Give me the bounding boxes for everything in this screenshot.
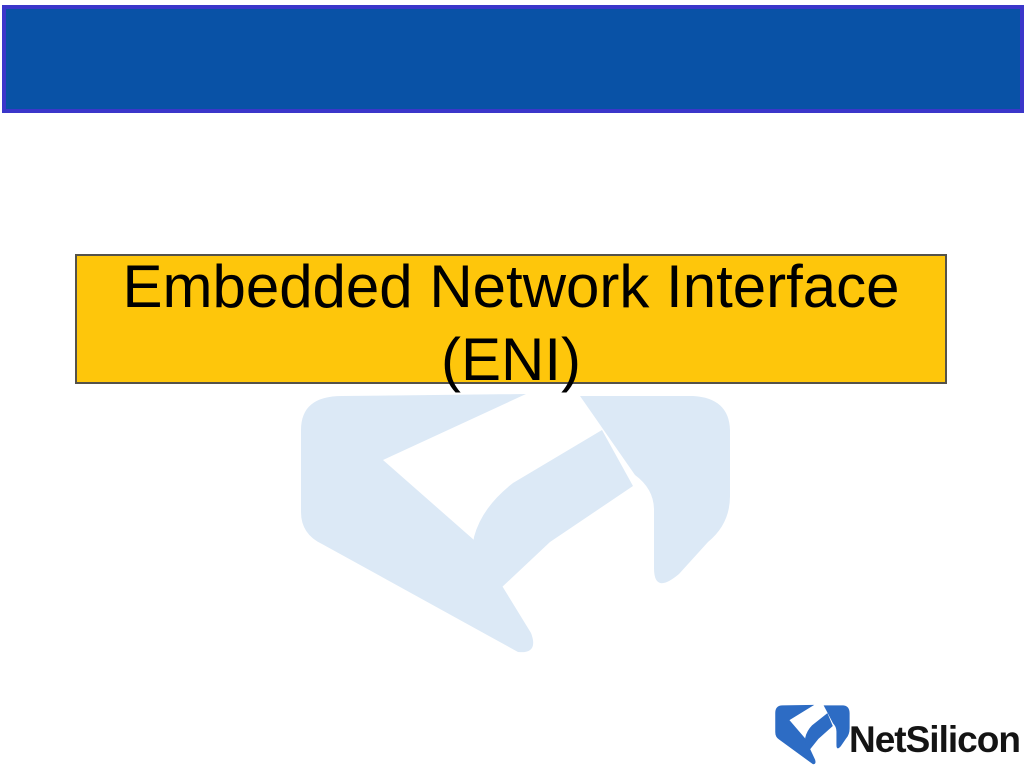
title-line-1: Embedded Network Interface: [122, 253, 900, 320]
title-line-2: (ENI): [441, 326, 581, 393]
netsilicon-logo-icon: [775, 704, 850, 765]
netsilicon-logo-text: NetSilicon: [849, 719, 1021, 760]
title-box: Embedded Network Interface (ENI): [75, 253, 947, 393]
header-bar: [2, 5, 1024, 113]
netsilicon-watermark-icon: [301, 394, 730, 653]
slide-title: Embedded Network Interface (ENI): [77, 250, 945, 396]
